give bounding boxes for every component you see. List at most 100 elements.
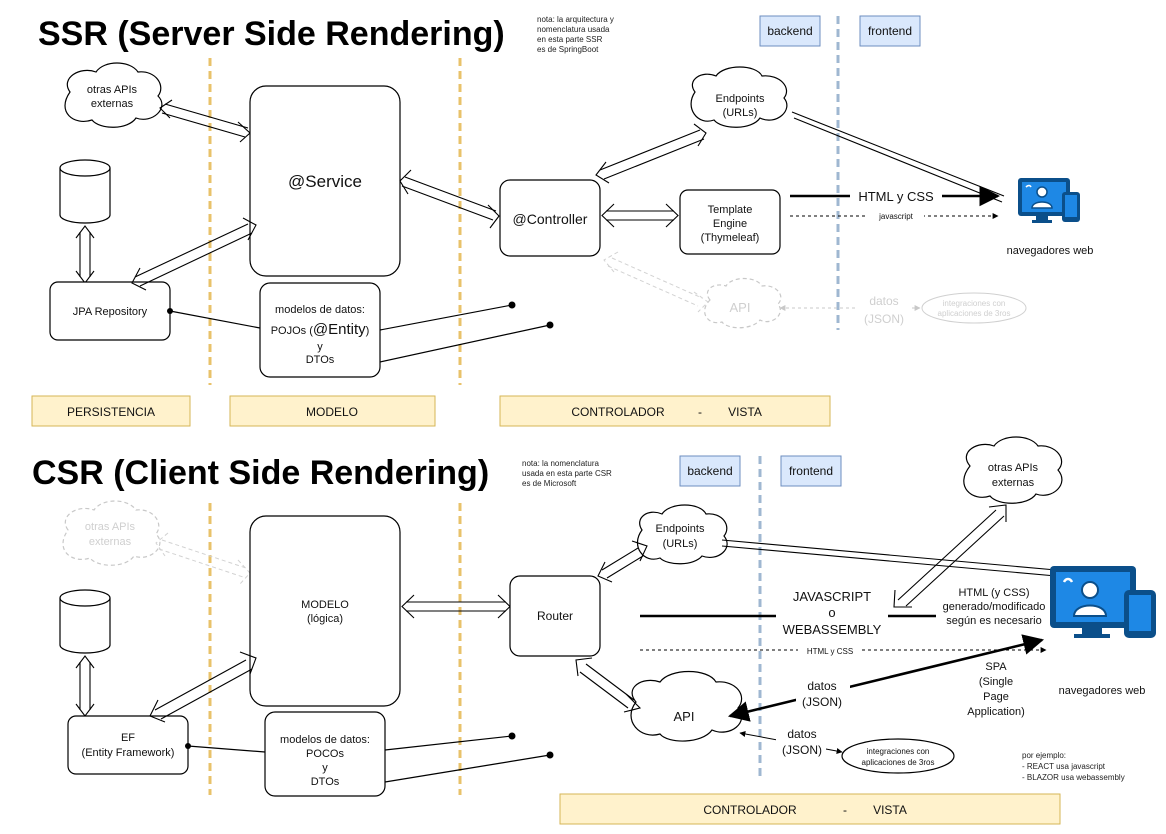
ssr-service[interactable]: @Service xyxy=(249,85,401,277)
csr-datos-big-2: (JSON) xyxy=(802,695,842,709)
ssr-note: nota: la arquitectura y nomenclatura usa… xyxy=(537,15,614,54)
svg-text:-: - xyxy=(843,803,847,817)
ssr-controller-api-faded-arrow xyxy=(603,251,709,313)
svg-text:integraciones con: integraciones con xyxy=(943,299,1006,308)
svg-text:MODELO: MODELO xyxy=(306,405,358,419)
csr-ef-models-link xyxy=(187,745,266,753)
svg-text:(lógica): (lógica) xyxy=(307,613,343,625)
svg-text:PERSISTENCIA: PERSISTENCIA xyxy=(67,405,155,419)
svg-text:DTOs: DTOs xyxy=(306,354,335,366)
ssr-json-faded-label: (JSON) xyxy=(864,312,904,326)
csr-datos-browser-api-arrow xyxy=(727,634,1045,722)
svg-text:backend: backend xyxy=(767,24,812,38)
svg-text:frontend: frontend xyxy=(868,24,912,38)
ssr-datos-faded-label: datos xyxy=(869,294,898,308)
ssr-integraciones-faded: integraciones con aplicaciones de 3ros xyxy=(921,292,1027,324)
csr-spa-3: Page xyxy=(983,691,1009,703)
csr-cloud-apis-faded: otras APIs externas xyxy=(62,500,161,566)
ssr-models-link-2 xyxy=(379,324,551,363)
svg-text:aplicaciones de 3ros: aplicaciones de 3ros xyxy=(862,758,935,767)
svg-text:otras APIs: otras APIs xyxy=(988,462,1039,474)
csr-note: nota: la nomenclatura usada en esta part… xyxy=(522,459,612,488)
browser-devices-icon xyxy=(1018,178,1080,223)
svg-text:Engine: Engine xyxy=(713,218,747,230)
csr-datos-big-1: datos xyxy=(807,679,836,693)
svg-text:API: API xyxy=(674,709,695,724)
csr-html-generated-2: generado/modificado xyxy=(943,601,1046,613)
csr-ef-modelo-arrow xyxy=(149,651,257,723)
csr-html-generated-bg xyxy=(936,600,1050,628)
svg-text:(Entity Framework): (Entity Framework) xyxy=(82,747,175,759)
csr-datos-api-1: datos xyxy=(787,727,816,741)
csr-spa-2: (Single xyxy=(979,676,1013,688)
svg-text:por ejemplo:: por ejemplo: xyxy=(1022,751,1066,760)
ssr-javascript-label: javascript xyxy=(878,212,914,221)
csr-link-dot xyxy=(508,732,516,740)
ssr-controller-template-arrow xyxy=(601,203,679,228)
svg-text:Router: Router xyxy=(537,609,573,623)
csr-router-endpoints-arrow xyxy=(597,540,648,583)
ssr-data-models[interactable]: modelos de datos: POJOs (@Entity) y DTOs xyxy=(259,282,381,378)
svg-text:otras APIs: otras APIs xyxy=(87,84,138,96)
svg-text:externas: externas xyxy=(992,477,1035,489)
ssr-models-link-1 xyxy=(379,304,513,331)
svg-text:VISTA: VISTA xyxy=(873,803,907,817)
csr-link-dot xyxy=(546,751,554,759)
svg-text:(URLs): (URLs) xyxy=(663,538,698,550)
ssr-cloud-apis: otras APIs externas xyxy=(64,62,163,128)
csr-cloud-endpoints[interactable]: Endpoints (URLs) xyxy=(636,504,728,565)
svg-text:nota: la arquitectura y: nota: la arquitectura y xyxy=(537,15,614,24)
csr-router[interactable]: Router xyxy=(509,575,601,657)
csr-cloud-apis[interactable]: otras APIs externas xyxy=(963,436,1063,504)
svg-text:modelos de datos:: modelos de datos: xyxy=(275,304,365,316)
svg-text:aplicaciones de 3ros: aplicaciones de 3ros xyxy=(938,309,1011,318)
svg-text:nomenclatura usada: nomenclatura usada xyxy=(537,25,610,34)
svg-text:@Service: @Service xyxy=(288,172,362,191)
csr-o-label: o xyxy=(828,605,835,620)
svg-text:-: - xyxy=(698,405,702,419)
csr-js-label: JAVASCRIPT xyxy=(793,589,871,604)
csr-datos-big-bg xyxy=(796,677,850,711)
svg-text:CONTROLADOR: CONTROLADOR xyxy=(703,803,797,817)
ssr-jpa-repository[interactable]: JPA Repository xyxy=(49,281,171,341)
ssr-layer-persistencia: PERSISTENCIA xyxy=(31,395,191,427)
csr-cloud-api[interactable]: API xyxy=(630,671,743,742)
svg-text:DTOs: DTOs xyxy=(311,776,340,788)
svg-text:backend: backend xyxy=(687,464,732,478)
svg-text:POCOs: POCOs xyxy=(306,748,344,760)
csr-frontend-tag: frontend xyxy=(780,455,842,487)
svg-text:y: y xyxy=(322,762,328,774)
csr-ef[interactable]: EF (Entity Framework) xyxy=(67,715,189,775)
ssr-endpoints-browser-link xyxy=(791,111,1005,203)
svg-text:VISTA: VISTA xyxy=(728,405,762,419)
csr-data-models[interactable]: modelos de datos: POCOs y DTOs xyxy=(264,711,386,797)
csr-router-api-arrow xyxy=(575,657,642,713)
svg-text:externas: externas xyxy=(91,98,134,110)
ssr-cloud-endpoints[interactable]: Endpoints (URLs) xyxy=(690,66,788,128)
csr-datos-api-2: (JSON) xyxy=(782,743,822,757)
ssr-template-engine[interactable]: Template Engine (Thymeleaf) xyxy=(679,189,781,255)
svg-text:API: API xyxy=(730,300,751,315)
ssr-repository-models-link xyxy=(169,310,261,329)
csr-html-generated-3: según es necesario xyxy=(946,615,1041,627)
svg-text:@Controller: @Controller xyxy=(513,211,588,227)
ssr-link-dot xyxy=(508,301,516,309)
ssr-backend-tag: backend xyxy=(759,15,821,47)
svg-text:en esta parte SSR: en esta parte SSR xyxy=(537,35,603,44)
svg-text:(URLs): (URLs) xyxy=(723,107,758,119)
ssr-controller[interactable]: @Controller xyxy=(499,179,601,257)
csr-backend-tag: backend xyxy=(679,455,741,487)
ssr-html-css-label-bg xyxy=(850,188,942,204)
ssr-frontend-tag: frontend xyxy=(859,15,921,47)
csr-layer-controlador-vista: CONTROLADOR - VISTA xyxy=(559,793,1061,825)
svg-text:Endpoints: Endpoints xyxy=(716,93,765,105)
svg-text:frontend: frontend xyxy=(789,464,833,478)
csr-models-link-1 xyxy=(384,735,513,751)
csr-integraciones[interactable]: integraciones con aplicaciones de 3ros xyxy=(841,738,955,774)
svg-text:MODELO: MODELO xyxy=(301,599,349,611)
csr-html-css-label: HTML y CSS xyxy=(807,647,853,656)
ssr-layer-controlador-vista: CONTROLADOR - VISTA xyxy=(499,395,831,427)
ssr-browsers-label: navegadores web xyxy=(1007,245,1094,257)
csr-modelo[interactable]: MODELO (lógica) xyxy=(249,515,401,707)
